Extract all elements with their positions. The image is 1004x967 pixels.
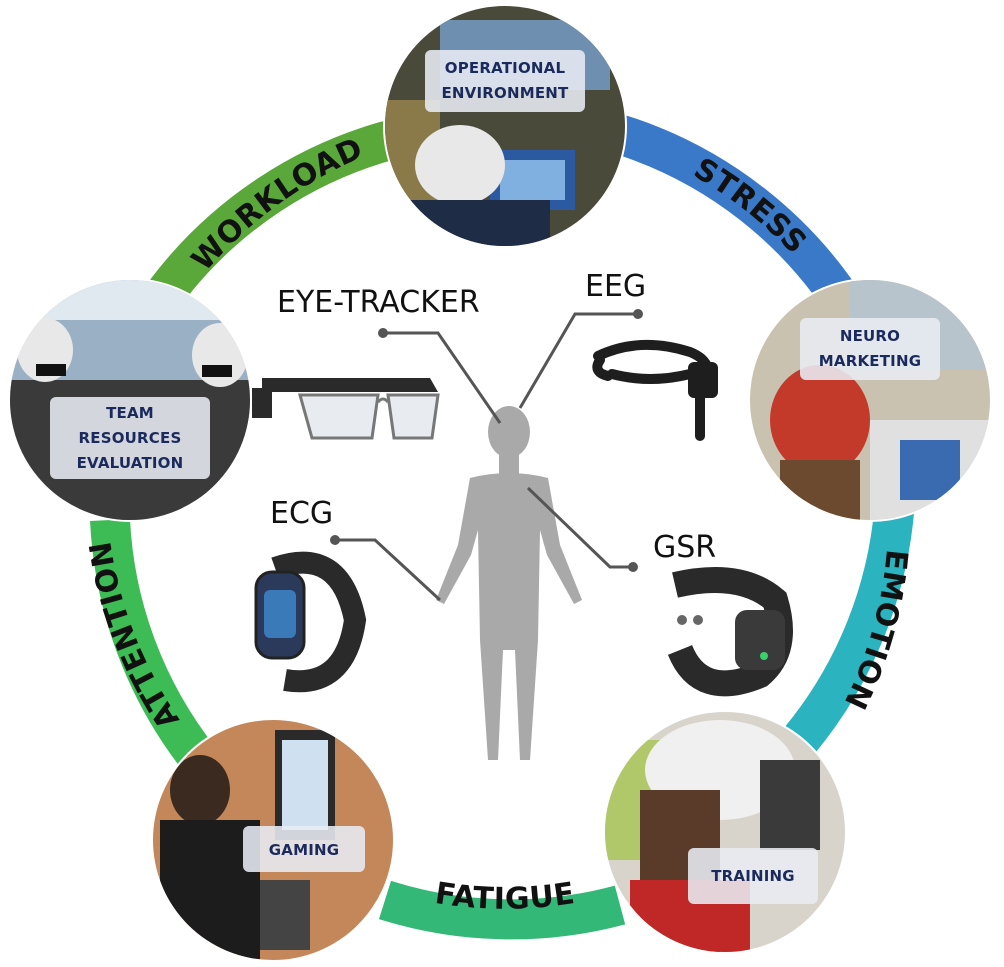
- photo-label-team-3: EVALUATION: [77, 454, 184, 472]
- leader-dot-gsr: [628, 562, 638, 572]
- ecg-wristband-image: [254, 551, 367, 693]
- sensor-label-ecg: ECG: [270, 496, 333, 531]
- photo-label-team-2: RESOURCES: [79, 429, 182, 447]
- photo-label-gaming: GAMING: [269, 841, 340, 859]
- eeg-headset-image: [592, 339, 718, 441]
- ring-label-stress: STRESS: [688, 151, 814, 260]
- photo-label-team-1: TEAM: [106, 404, 154, 422]
- photo-circle-neuro-marketing: NEURO MARKETING: [748, 278, 992, 522]
- photo-label-neuro-1: NEURO: [840, 327, 900, 345]
- photo-circle-gaming: GAMING: [151, 718, 395, 962]
- sensor-label-eeg: EEG: [585, 269, 646, 304]
- gsr-wristband-image: [667, 567, 793, 697]
- human-body-silhouette: [436, 406, 582, 760]
- leader-eye-tracker: [383, 331, 502, 424]
- photo-label-operational-1: OPERATIONAL: [445, 59, 566, 77]
- sensor-label-eye-tracker: EYE-TRACKER: [277, 285, 480, 320]
- ring-segment-workload: [143, 115, 415, 312]
- leader-dot-eye-tracker: [378, 328, 388, 338]
- photo-label-neuro-2: MARKETING: [819, 352, 921, 370]
- eye-tracker-glasses-image: [252, 378, 440, 440]
- photo-label-training: TRAINING: [711, 867, 795, 885]
- photo-circle-training: TRAINING: [603, 710, 847, 954]
- photo-circle-team-resources: TEAM RESOURCES EVALUATION: [8, 278, 252, 522]
- ring-segment-fatigue: [379, 880, 626, 940]
- photo-circle-operational: OPERATIONAL ENVIRONMENT: [383, 4, 627, 248]
- leader-gsr: [526, 486, 633, 569]
- ring-label-fatigue: FATIGUE: [433, 876, 577, 917]
- leader-lines: [335, 312, 638, 602]
- ring-segment-emotion: [784, 498, 915, 753]
- leader-dot-ecg: [330, 535, 340, 545]
- ring-label-workload: WORKLOAD: [185, 131, 368, 278]
- leader-ecg: [335, 538, 442, 602]
- photo-label-operational-2: ENVIRONMENT: [441, 84, 569, 102]
- leader-dot-eeg: [633, 309, 643, 319]
- leader-eeg: [518, 312, 638, 409]
- ring-segment-attention: [90, 518, 216, 773]
- sensor-label-gsr: GSR: [653, 530, 716, 565]
